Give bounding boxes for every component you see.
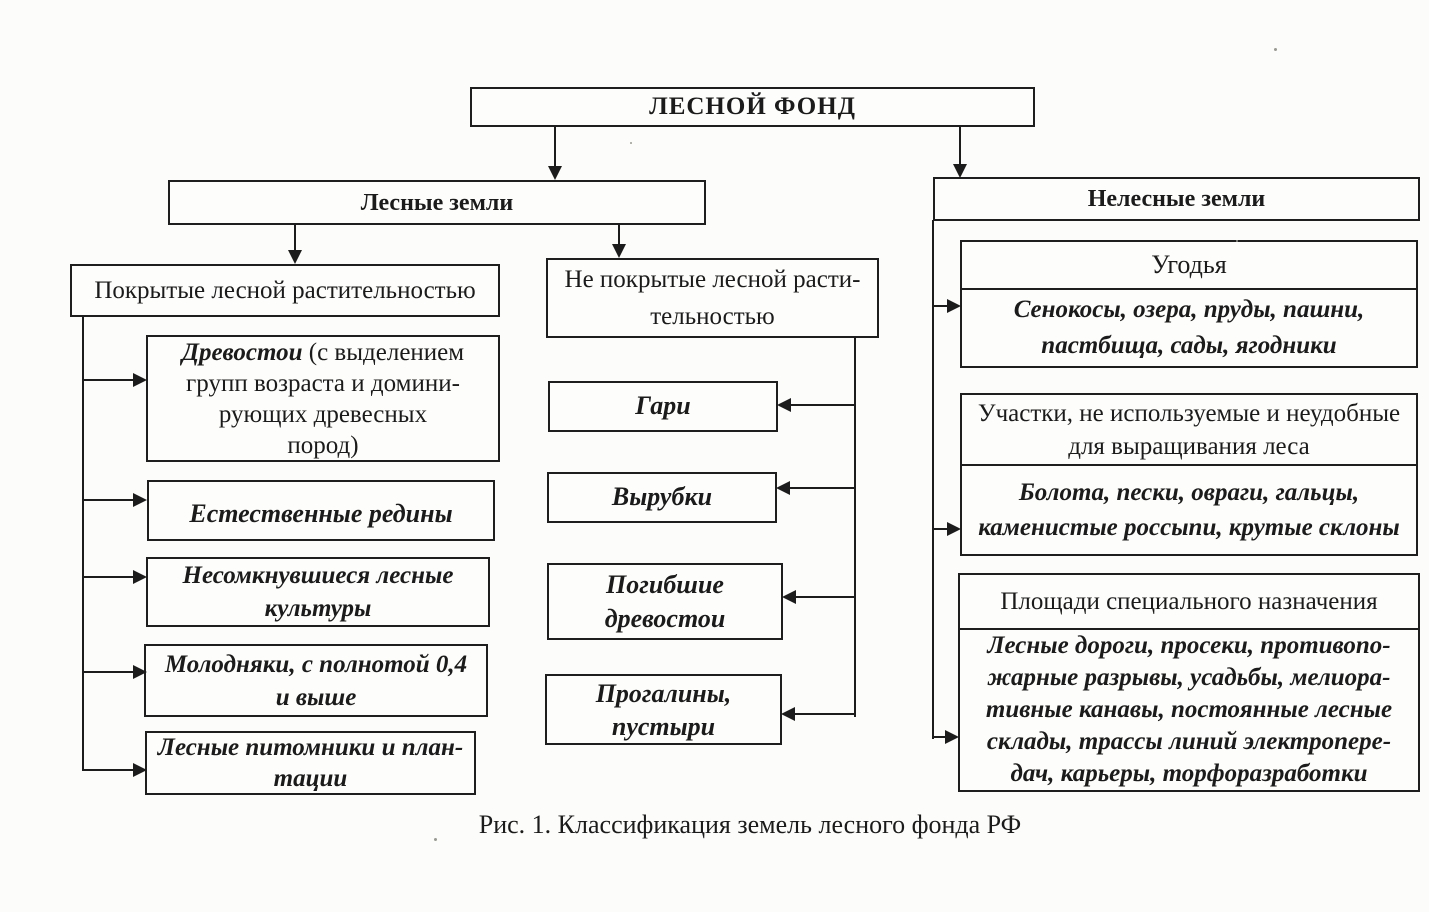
arrowhead-progaliny xyxy=(781,707,795,721)
node-drevostoi-label: Древостои (с выделением групп возраста и… xyxy=(182,337,464,461)
node-ugodya-body: Сенокосы, озера, пруды, пашни, пастбища,… xyxy=(1013,296,1365,359)
connector-estestvennye xyxy=(82,499,134,501)
connector-ploshchadi xyxy=(932,736,946,738)
node-covered-label: Покрытые лесной растительностью xyxy=(94,276,476,304)
node-nesomknuvshiesya: Несомкнувшиеся лесные культуры xyxy=(146,557,490,627)
figure-caption: Рис. 1. Классификация земель лесного фон… xyxy=(478,810,1022,839)
connector-drevostoi xyxy=(82,379,134,381)
node-ploshchadi-header: Площади специального назначения xyxy=(1000,587,1378,615)
arrowhead-forest-uncovered xyxy=(612,244,626,258)
arrowhead-ugodya xyxy=(947,299,961,313)
node-ploshchadi-body-row: Лесные дороги, просеки, противопо- жарны… xyxy=(960,628,1418,790)
node-vyrubki-label: Вырубки xyxy=(611,482,713,512)
node-progaliny: Прогалины, пустыри xyxy=(545,674,782,745)
connector-nesomknuvshiesya xyxy=(82,576,134,578)
arrowhead-gari xyxy=(777,398,791,412)
arrowhead-root-nonforest xyxy=(953,164,967,178)
node-estestvennye-rediny-label: Естественные редины xyxy=(189,499,453,529)
node-progaliny-label: Прогалины, пустыри xyxy=(595,678,732,741)
connector-vyrubki xyxy=(789,487,855,489)
connector-uchastki xyxy=(932,528,948,530)
connector-molodnyaki xyxy=(82,671,134,673)
node-ugodya-header-row: Угодья xyxy=(962,242,1416,288)
node-nonforest-lands: Нелесные земли xyxy=(933,177,1420,221)
node-pogibshie-label: Погибшие древостои xyxy=(604,569,726,633)
node-ugodya-body-row: Сенокосы, озера, пруды, пашни, пастбища,… xyxy=(962,288,1416,366)
arrowhead-vyrubki xyxy=(776,481,790,495)
node-drevostoi: Древостои (с выделением групп возраста и… xyxy=(146,335,500,462)
arrowhead-pogibshie xyxy=(782,590,796,604)
node-forest-lands: Лесные земли xyxy=(168,180,706,225)
node-nonforest-lands-label: Нелесные земли xyxy=(1087,186,1266,212)
connector-root-forest xyxy=(554,126,556,167)
node-uchastki-body: Болота, пески, овраги, гальцы, каменисты… xyxy=(978,479,1400,541)
node-gari-label: Гари xyxy=(635,391,691,421)
arrowhead-pitomniki xyxy=(133,763,147,777)
connector-root-nonforest xyxy=(959,126,961,165)
node-ploshchadi: Площади специального назначения Лесные д… xyxy=(958,573,1420,792)
node-covered: Покрытые лесной растительностью xyxy=(70,264,500,317)
node-uncovered: Не покрытые лесной расти- тельностью xyxy=(546,258,879,338)
connector-forest-covered xyxy=(294,224,296,251)
node-forest-fund-label: ЛЕСНОЙ ФОНД xyxy=(649,93,856,121)
node-molodnyaki-label: Молодняки, с полнотой 0,4 и выше xyxy=(164,650,468,711)
node-uchastki-header-row: Участки, не используемые и неудобные для… xyxy=(962,395,1416,464)
node-uchastki-header: Участки, не используемые и неудобные для… xyxy=(977,399,1401,460)
node-forest-fund: ЛЕСНОЙ ФОНД xyxy=(470,87,1035,127)
node-pitomniki-label: Лесные питомники и план- тации xyxy=(157,734,464,792)
node-ugodya: Угодья Сенокосы, озера, пруды, пашни, па… xyxy=(960,240,1418,368)
spine-covered xyxy=(82,316,84,771)
node-ploshchadi-header-row: Площади специального назначения xyxy=(960,575,1418,628)
arrowhead-molodnyaki xyxy=(133,665,147,679)
spine-uncovered xyxy=(854,337,856,717)
arrowhead-ploshchadi xyxy=(945,730,959,744)
arrowhead-nesomknuvshiesya xyxy=(133,570,147,584)
scan-speck xyxy=(434,838,437,841)
node-ploshchadi-body: Лесные дороги, просеки, противопо- жарны… xyxy=(985,632,1393,787)
connector-ugodya xyxy=(932,305,948,307)
node-uncovered-label: Не покрытые лесной расти- тельностью xyxy=(564,266,861,330)
node-ugodya-header: Угодья xyxy=(1151,249,1227,279)
node-drevostoi-note: (с выделением групп возраста и домини- р… xyxy=(186,338,465,459)
connector-forest-uncovered xyxy=(618,224,620,245)
scan-speck xyxy=(1236,240,1238,242)
node-uchastki-body-row: Болота, пески, овраги, гальцы, каменисты… xyxy=(962,464,1416,554)
node-uchastki: Участки, не используемые и неудобные для… xyxy=(960,393,1418,556)
node-pogibshie: Погибшие древостои xyxy=(547,563,783,640)
node-forest-lands-label: Лесные земли xyxy=(360,189,514,216)
connector-pitomniki xyxy=(82,769,134,771)
scan-speck xyxy=(1274,48,1277,51)
node-vyrubki: Вырубки xyxy=(547,472,777,523)
node-estestvennye-rediny: Естественные редины xyxy=(147,480,495,541)
arrowhead-uchastki xyxy=(947,522,961,536)
arrowhead-estestvennye xyxy=(133,493,147,507)
node-pitomniki: Лесные питомники и план- тации xyxy=(145,731,476,795)
node-drevostoi-term: Древостои xyxy=(181,338,303,366)
scan-speck xyxy=(630,142,632,144)
node-nesomknuvshiesya-label: Несомкнувшиеся лесные культуры xyxy=(182,562,454,622)
arrowhead-forest-covered xyxy=(288,250,302,264)
connector-progaliny xyxy=(794,713,855,715)
arrowhead-drevostoi xyxy=(133,373,147,387)
node-gari: Гари xyxy=(548,381,778,432)
spine-nonforest xyxy=(932,220,934,739)
node-molodnyaki: Молодняки, с полнотой 0,4 и выше xyxy=(144,644,488,717)
connector-pogibshie xyxy=(795,596,855,598)
arrowhead-root-forest xyxy=(548,166,562,180)
connector-gari xyxy=(790,404,855,406)
